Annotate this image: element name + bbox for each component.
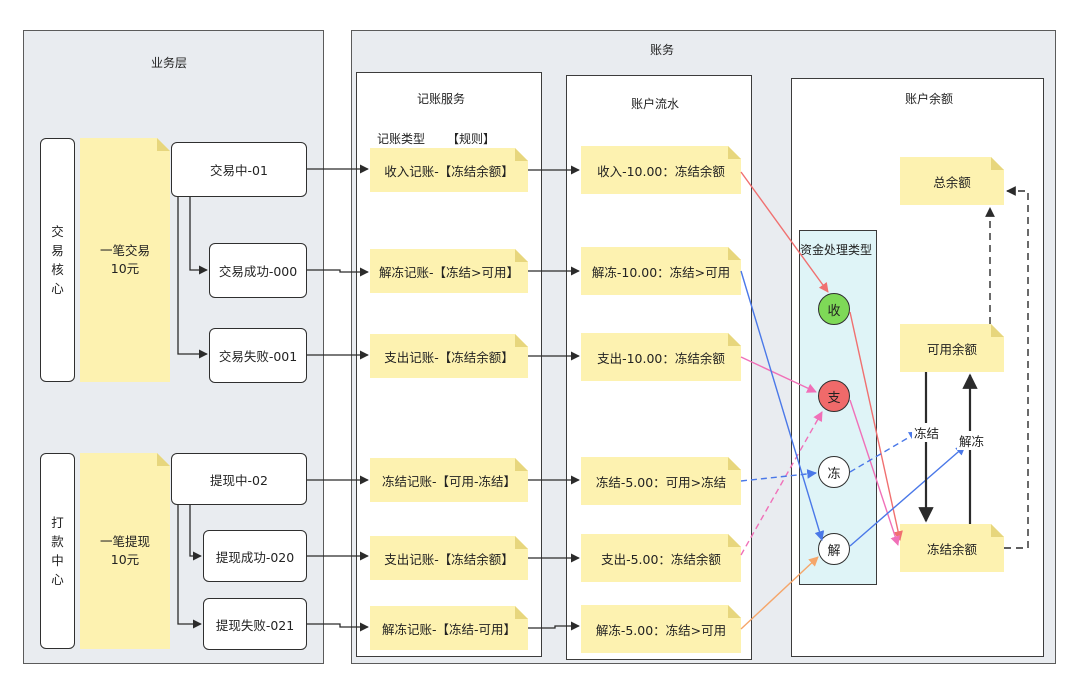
flow-entry-1: 收入-10.00：冻结余额 bbox=[581, 146, 741, 194]
flow-entry-5: 支出-5.00：冻结余额 bbox=[581, 534, 741, 582]
total-balance: 总余额 bbox=[900, 157, 1004, 205]
booking-entry-1: 收入记账-【冻结余额】 bbox=[370, 148, 528, 192]
booking-entry-5: 支出记账-【冻结余额】 bbox=[370, 536, 528, 580]
available-balance: 可用余额 bbox=[900, 324, 1004, 372]
payout-state-pending: 提现中-02 bbox=[171, 453, 307, 505]
flow-entry-6: 解冻-5.00：冻结>可用 bbox=[581, 605, 741, 653]
booking-entry-4: 冻结记账-【可用-冻结】 bbox=[370, 458, 528, 502]
fund-type-freeze: 冻 bbox=[818, 456, 850, 488]
trade-note: 一笔交易 10元 bbox=[80, 138, 170, 382]
frozen-balance: 冻结余额 bbox=[900, 524, 1004, 572]
trade-state-pending: 交易中-01 bbox=[171, 142, 307, 197]
flow-entry-3: 支出-10.00：冻结余额 bbox=[581, 333, 741, 381]
booking-rule-header: 【规则】 bbox=[447, 132, 496, 146]
flow-entry-2: 解冻-10.00：冻结>可用 bbox=[581, 247, 741, 295]
booking-service-title: 记账服务 bbox=[417, 92, 466, 106]
payout-state-success: 提现成功-020 bbox=[203, 530, 307, 582]
business-layer-title: 业务层 bbox=[151, 56, 188, 70]
booking-entry-6: 解冻记账-【冻结-可用】 bbox=[370, 606, 528, 650]
account-flow-title: 账户流水 bbox=[631, 97, 680, 111]
freeze-label: 冻结 bbox=[912, 423, 942, 442]
booking-entry-2: 解冻记账-【冻结>可用】 bbox=[370, 249, 528, 293]
booking-type-header: 记账类型 bbox=[377, 132, 426, 146]
trade-core-label: 交 易 核 心 bbox=[40, 138, 75, 382]
unfreeze-label: 解冻 bbox=[957, 431, 987, 450]
fund-type-pay: 支 bbox=[818, 380, 850, 412]
payout-center-label: 打 款 中 心 bbox=[40, 453, 75, 649]
flow-entry-4: 冻结-5.00：可用>冻结 bbox=[581, 457, 741, 505]
booking-entry-3: 支出记账-【冻结余额】 bbox=[370, 334, 528, 378]
payout-note: 一笔提现 10元 bbox=[80, 453, 170, 649]
fund-type-income: 收 bbox=[818, 293, 850, 325]
trade-state-success: 交易成功-000 bbox=[209, 243, 307, 298]
fund-type-unfreeze: 解 bbox=[818, 533, 850, 565]
trade-state-failed: 交易失败-001 bbox=[209, 328, 307, 383]
accounting-title: 账务 bbox=[650, 43, 675, 57]
fund-type-title: 资金处理类型 bbox=[800, 243, 873, 257]
payout-state-failed: 提现失败-021 bbox=[203, 598, 307, 650]
account-balance-title: 账户余额 bbox=[905, 92, 954, 106]
